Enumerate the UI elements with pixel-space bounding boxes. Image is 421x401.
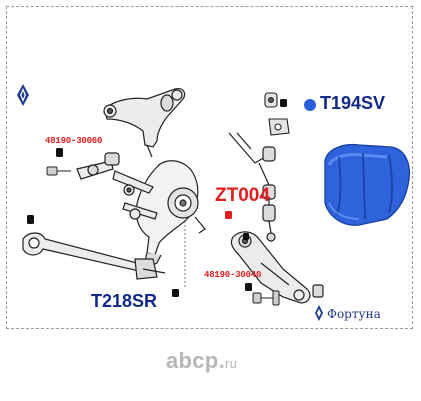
mounting-bolts bbox=[46, 166, 280, 306]
location-markers bbox=[27, 99, 287, 297]
rear-lateral-rod bbox=[22, 232, 166, 280]
suspension-diagram bbox=[17, 84, 411, 321]
product-image-frame: 48190-30060 48190-30040 T194SV ZT004 T21… bbox=[6, 6, 413, 329]
footer-brand: abcp bbox=[166, 348, 219, 373]
fortuna-logo-icon bbox=[315, 305, 323, 321]
logo-left-icon bbox=[17, 84, 29, 106]
marker-zt004 bbox=[225, 211, 232, 219]
upper-control-arm bbox=[103, 88, 186, 158]
brand-fortuna: Фортуна bbox=[327, 307, 381, 321]
marker-knuckle bbox=[172, 289, 179, 297]
marker-stabilizer bbox=[280, 99, 287, 107]
stabilizer-bushing-parts bbox=[264, 92, 290, 136]
footer-tld: ru bbox=[224, 356, 238, 371]
marker-lower-arm-bushing bbox=[243, 233, 249, 240]
footer-brand-link[interactable]: abcp.ru bbox=[166, 348, 237, 374]
stabilizer-bar bbox=[228, 132, 276, 242]
steering-knuckle bbox=[135, 160, 206, 265]
left-lateral-link bbox=[76, 152, 158, 220]
marker-left-link bbox=[56, 148, 63, 157]
lower-control-arm bbox=[230, 231, 324, 304]
code-marker-icon bbox=[304, 99, 316, 111]
code-t218sr: T218SR bbox=[91, 291, 158, 311]
marker-rear-rod bbox=[27, 215, 34, 224]
code-t194sv: T194SV bbox=[320, 93, 386, 113]
footer-dot: . bbox=[218, 348, 225, 373]
part-number-left: 48190-30060 bbox=[45, 136, 103, 146]
bushing-product-image bbox=[324, 143, 411, 226]
part-number-right: 48190-30040 bbox=[204, 270, 262, 280]
code-zt004: ZT004 bbox=[215, 185, 270, 206]
marker-lower-arm bbox=[245, 283, 252, 291]
